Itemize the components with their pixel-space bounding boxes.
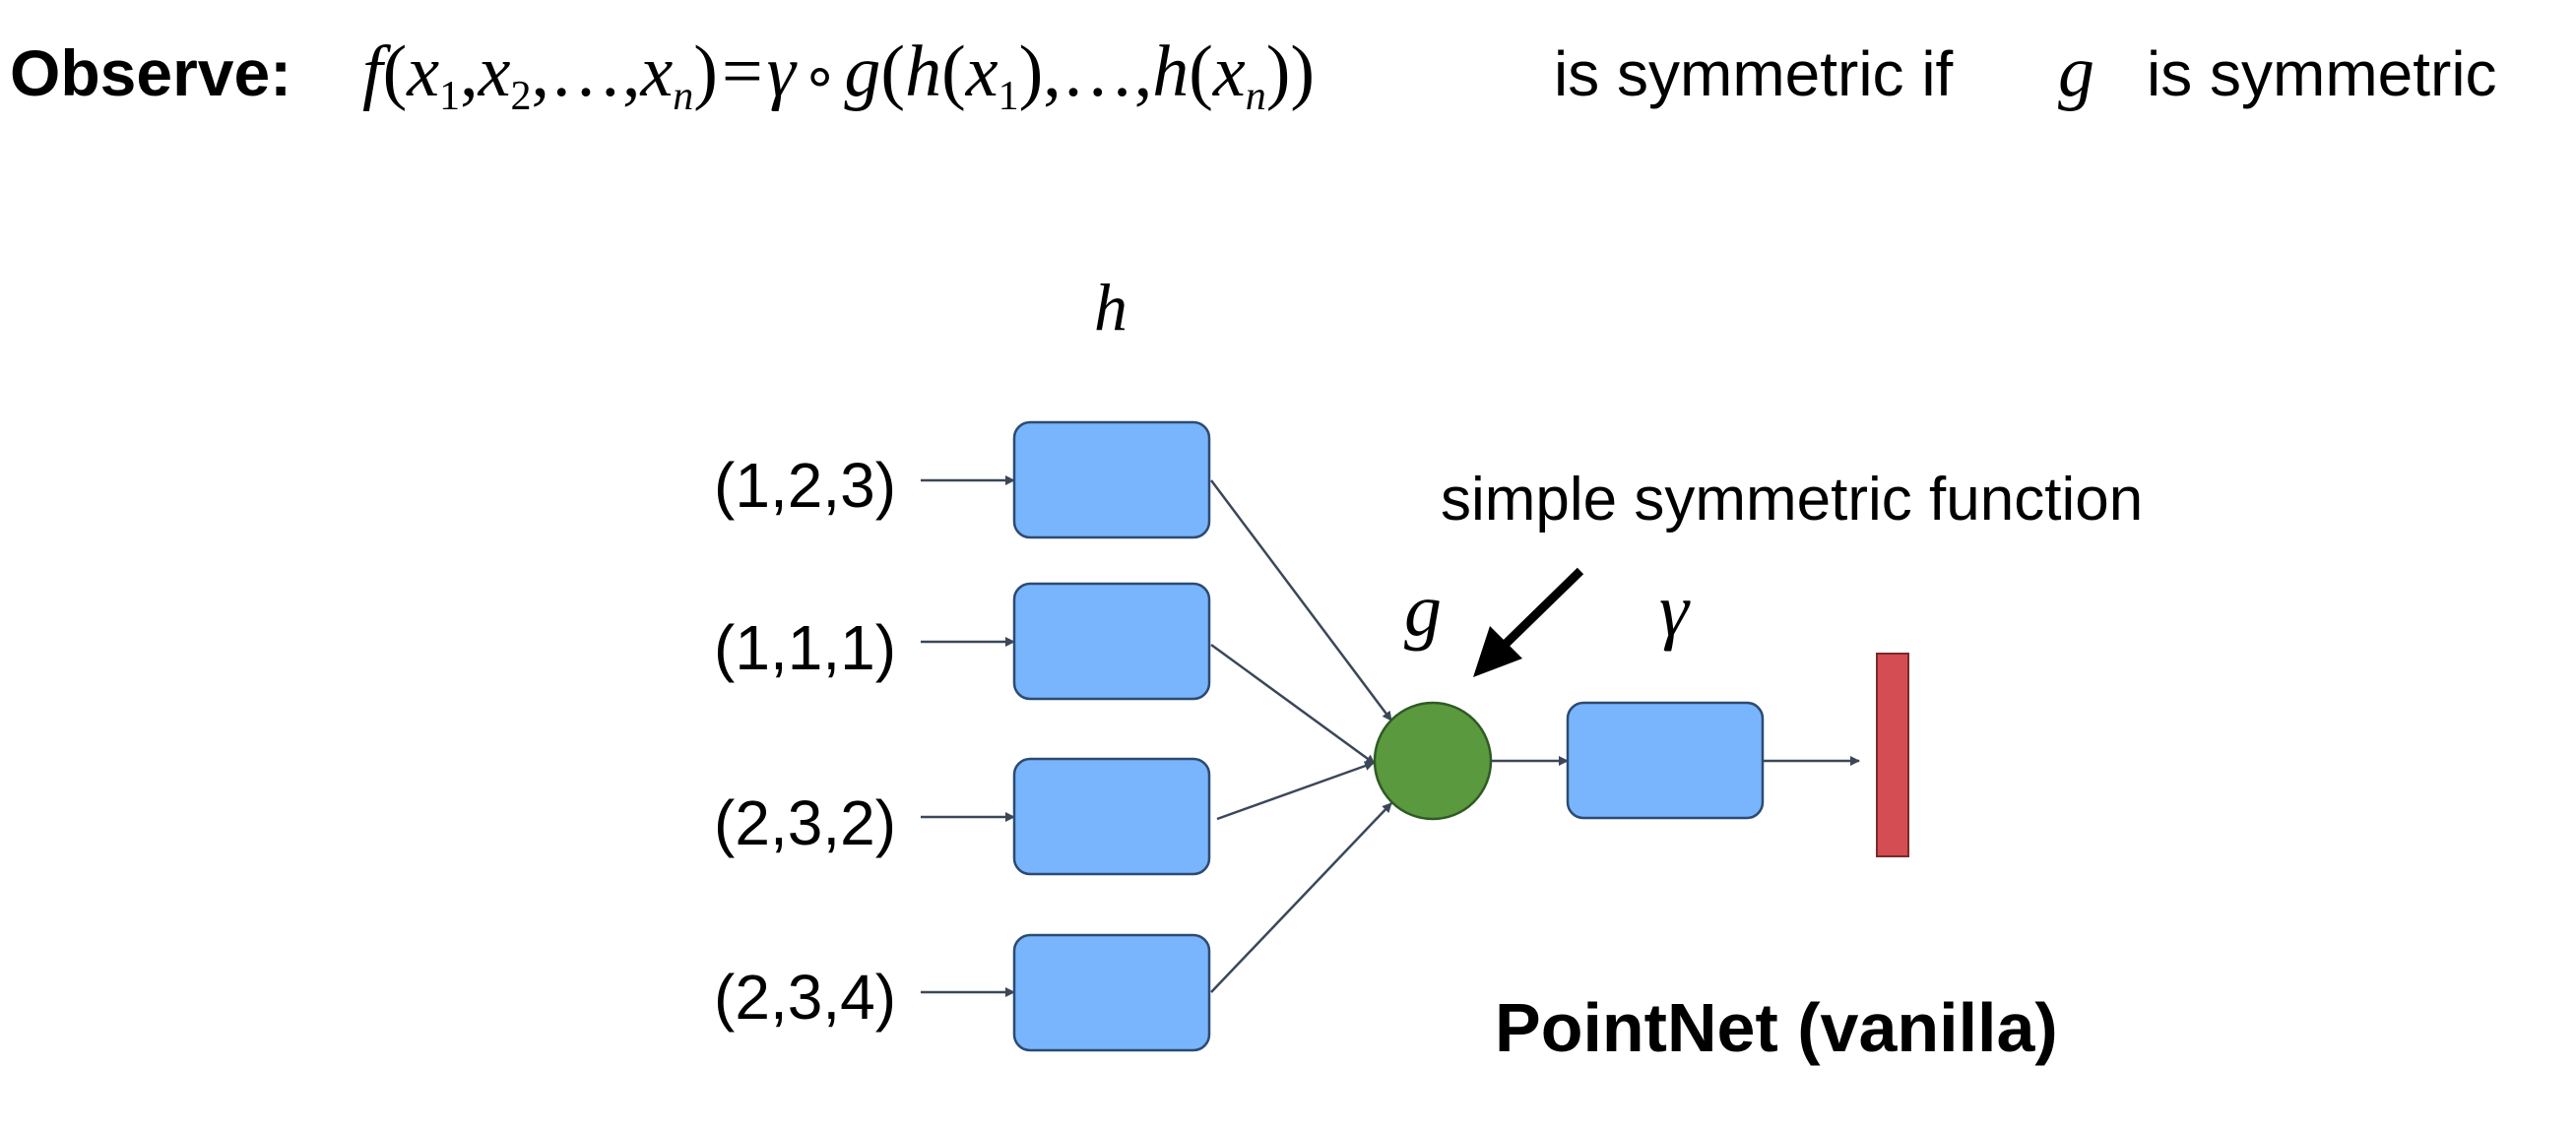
- g-node: [1373, 701, 1493, 821]
- input-label-4: (2,3,4): [714, 962, 896, 1033]
- observe-label: Observe:: [10, 36, 291, 109]
- connector-h1-to-g: [1210, 479, 1392, 722]
- h-box-4: [1012, 933, 1211, 1052]
- connector-h2-to-g: [1210, 643, 1376, 766]
- symmetric-sentence-part2: is symmetric: [2147, 38, 2497, 109]
- diagram-title: PointNet (vanilla): [1495, 989, 2058, 1066]
- h-label: h: [1094, 270, 1127, 345]
- pointnet-diagram: h (1,2,3) (1,1,1) (2,3,2) (2,3,4) g simp…: [714, 270, 2143, 1066]
- h-box-1: [1012, 420, 1211, 539]
- input-label-1: (1,2,3): [714, 450, 896, 521]
- formula-f-x-equals: f(x1,x2,…,xn)=γ∘g(h(x1),…,h(xn)): [362, 31, 1315, 119]
- gamma-label: γ: [1659, 569, 1691, 652]
- gamma-box: [1566, 701, 1765, 820]
- connector-h4-to-g: [1210, 802, 1392, 993]
- output-bar: [1876, 653, 1909, 857]
- connector-h3-to-g: [1216, 761, 1375, 821]
- input-label-2: (1,1,1): [714, 612, 896, 683]
- h-box-3: [1012, 757, 1211, 876]
- input-label-3: (2,3,2): [714, 787, 896, 858]
- annotation-text: simple symmetric function: [1441, 466, 2143, 534]
- g-label: g: [1404, 569, 1442, 652]
- symmetric-sentence-g: g: [2058, 31, 2094, 112]
- h-box-2: [1012, 582, 1211, 701]
- symmetric-sentence-part1: is symmetric if: [1554, 38, 1954, 109]
- annotation-arrow: [1473, 567, 1584, 677]
- formula-line: Observe: f(x1,x2,…,xn)=γ∘g(h(x1),…,h(xn)…: [10, 31, 2497, 119]
